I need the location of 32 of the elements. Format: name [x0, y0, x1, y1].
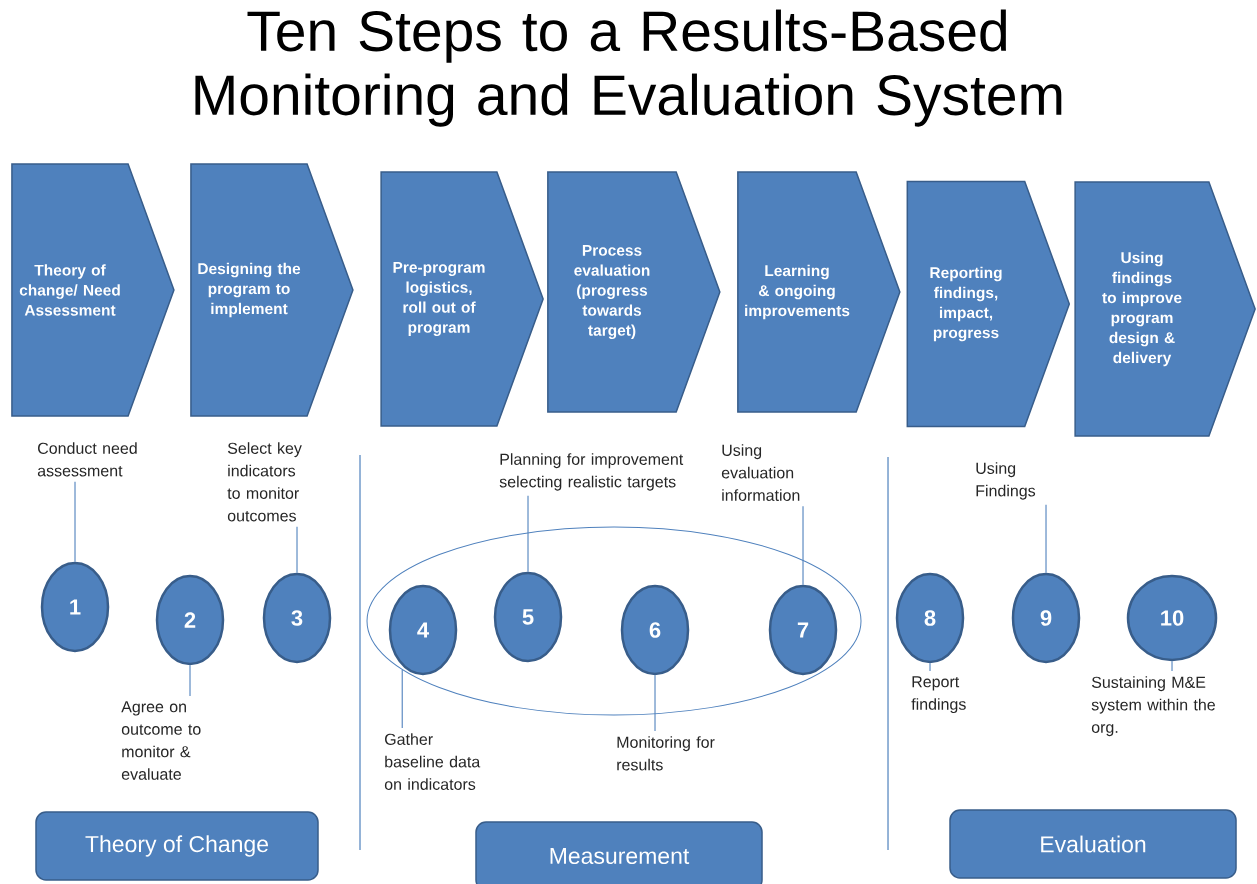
step-label: Select key indicators to monitor outcomes — [227, 442, 302, 522]
step-label: Using evaluation information — [721, 444, 800, 501]
leader-line — [1045, 504, 1047, 574]
step-pentagon: Reporting findings, impact, progress — [906, 180, 1071, 428]
step-label: Gather baseline data on indicators — [384, 733, 481, 790]
step-label: Agree on outcome to monitor & evaluate — [121, 701, 201, 780]
leader-line — [401, 669, 403, 729]
ellipse-outline — [366, 526, 862, 716]
phase-box: Measurement — [475, 821, 763, 884]
step-pentagon: Theory of change/ Need Assessment — [11, 163, 175, 417]
leader-line — [1171, 660, 1173, 672]
phase-box: Theory of Change — [35, 811, 319, 881]
step-label: Monitoring for results — [617, 736, 715, 771]
step-label: Sustaining M&E system within the org. — [1091, 676, 1215, 737]
phase-box: Evaluation — [949, 809, 1237, 879]
leader-line — [929, 662, 931, 672]
step-pentagon: Learning & ongoing improvements — [737, 171, 901, 413]
step-label: Using Findings — [976, 462, 1036, 500]
leader-line — [527, 495, 529, 573]
step-pentagon: Process evaluation (progress towards target) — [547, 171, 721, 413]
step-label: Conduct need assessment — [37, 442, 137, 477]
step-pentagon: Designing the program to implement — [190, 163, 354, 417]
title: Ten Steps to a Results-Based Monitoring and Evaluation System — [195, 9, 1062, 127]
leader-line — [802, 505, 804, 586]
step-pentagon: Pre-program logistics, roll out of program — [380, 171, 544, 427]
step-label: Planning for improvement selecting realistic targets — [499, 453, 684, 491]
leader-line — [296, 526, 298, 574]
leader-line — [189, 664, 191, 697]
leader-line — [654, 674, 656, 732]
step-label: Report findings — [911, 676, 966, 714]
leader-line — [74, 481, 76, 563]
step-pentagon: Using findings to improve program design & delivery — [1074, 181, 1256, 437]
